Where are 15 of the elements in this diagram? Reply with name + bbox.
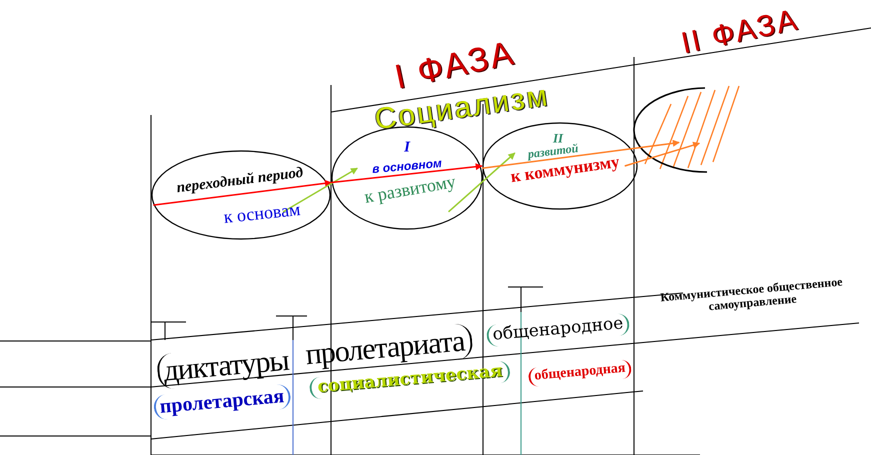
node-text: II (552, 132, 564, 144)
band-text: общенародное (486, 312, 630, 348)
node-text: развитой (527, 142, 579, 160)
phase-heading: II ФАЗА (678, 2, 802, 62)
band-text: общенародная (528, 359, 632, 387)
node-text: переходный период (176, 166, 304, 196)
arrow (153, 180, 332, 206)
arrow (624, 142, 700, 167)
node-text: I (404, 140, 410, 156)
band-text: Коммунистическое общественное самоуправление (658, 274, 844, 315)
arrow (482, 140, 680, 170)
arrow (331, 163, 483, 184)
arrow (448, 152, 516, 212)
node-text: к основам (222, 200, 302, 226)
band-text: диктатуры (156, 342, 294, 390)
